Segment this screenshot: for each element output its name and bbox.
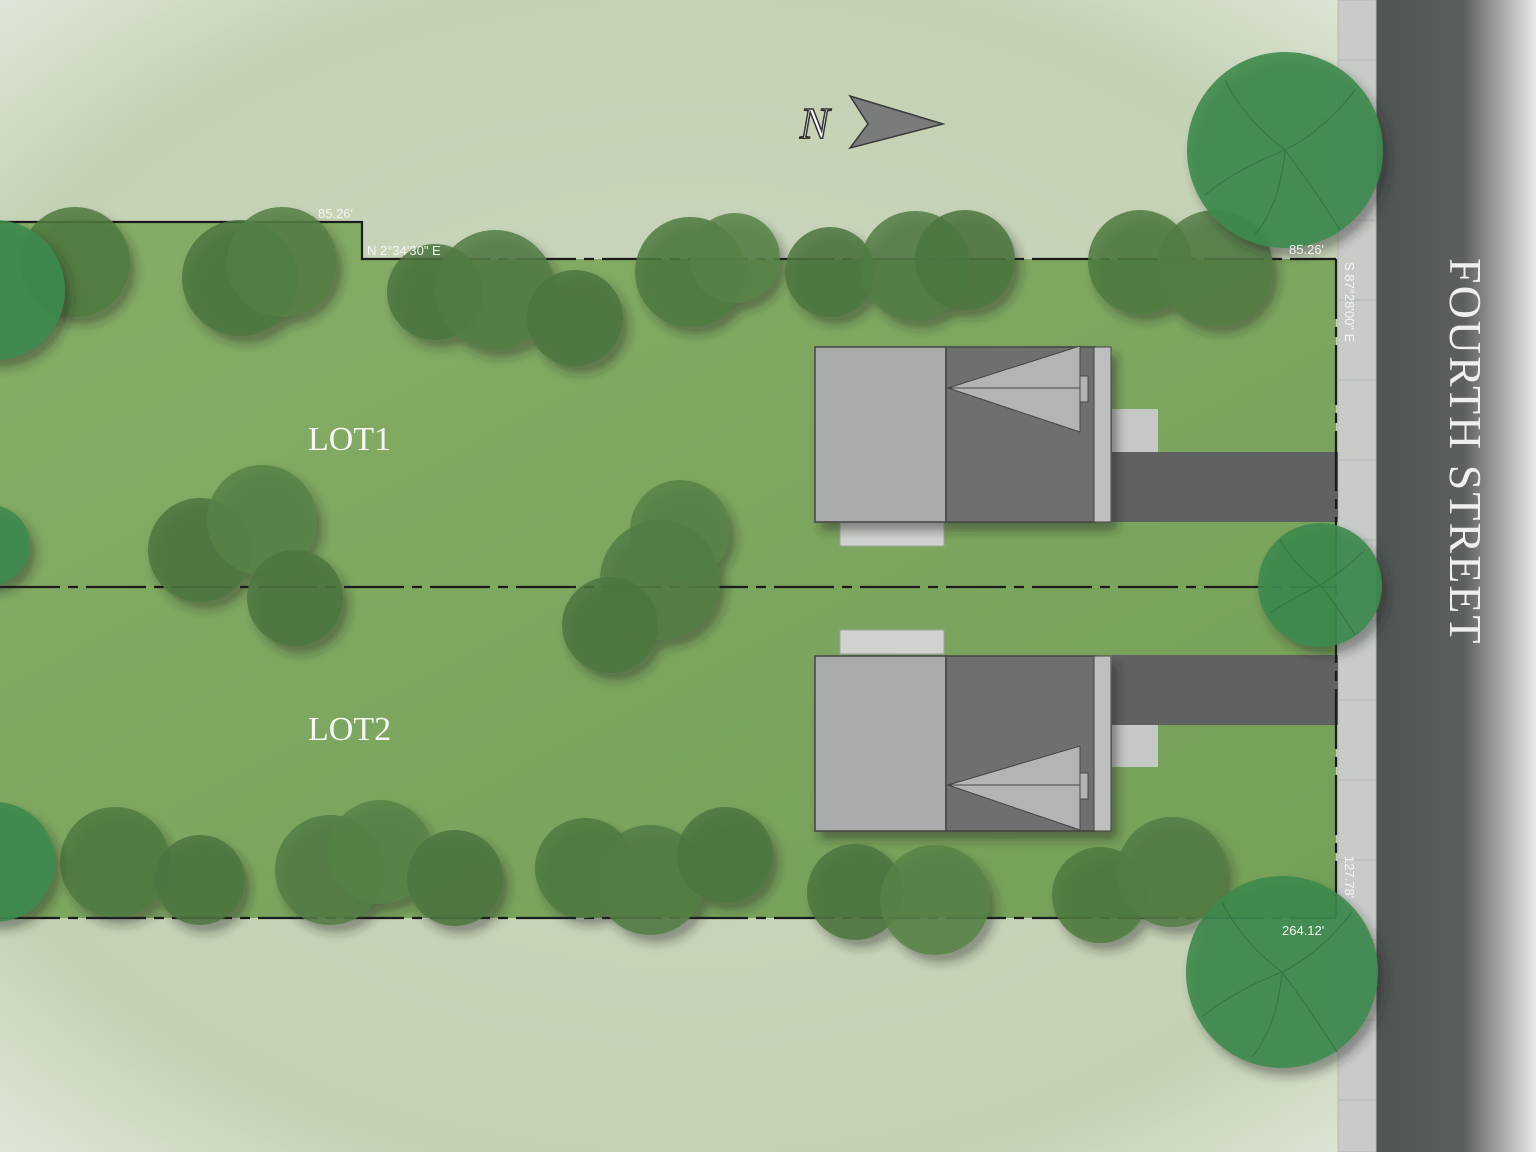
north-arrow: N <box>798 94 946 150</box>
dim-right-lower: 127.78' <box>1342 856 1357 898</box>
driveway-lot2 <box>1112 655 1338 725</box>
house-lot2 <box>814 655 1112 832</box>
driveway-lot1 <box>1112 452 1338 522</box>
north-label: N <box>799 99 832 148</box>
steps-lot1 <box>839 521 945 547</box>
dim-top-left-width: 85.26' <box>318 206 353 221</box>
street-name: FOURTH STREET <box>1440 258 1491 645</box>
road <box>1376 0 1536 1152</box>
lot2-label: LOT2 <box>308 711 391 748</box>
north-arrow-icon <box>848 94 946 150</box>
lot1-label: LOT1 <box>308 421 391 458</box>
trees-bottom-row <box>60 800 1227 955</box>
steps-lot2 <box>839 629 945 655</box>
trees-top-row <box>20 207 1273 366</box>
dim-top-right-width: 85.26' <box>1289 242 1324 257</box>
walk-pad-lot1 <box>1112 409 1158 452</box>
dim-top-bearing: N 2°34'30" E <box>367 243 441 258</box>
dim-bottom-length: 264.12' <box>1282 923 1324 938</box>
trees-middle <box>148 465 730 673</box>
house-lot1 <box>814 345 1112 523</box>
dim-right-bearing: S 87°28'00" E <box>1342 262 1357 343</box>
tree-canopy-swirls <box>1201 79 1366 1058</box>
walk-pad-lot2 <box>1112 725 1158 767</box>
